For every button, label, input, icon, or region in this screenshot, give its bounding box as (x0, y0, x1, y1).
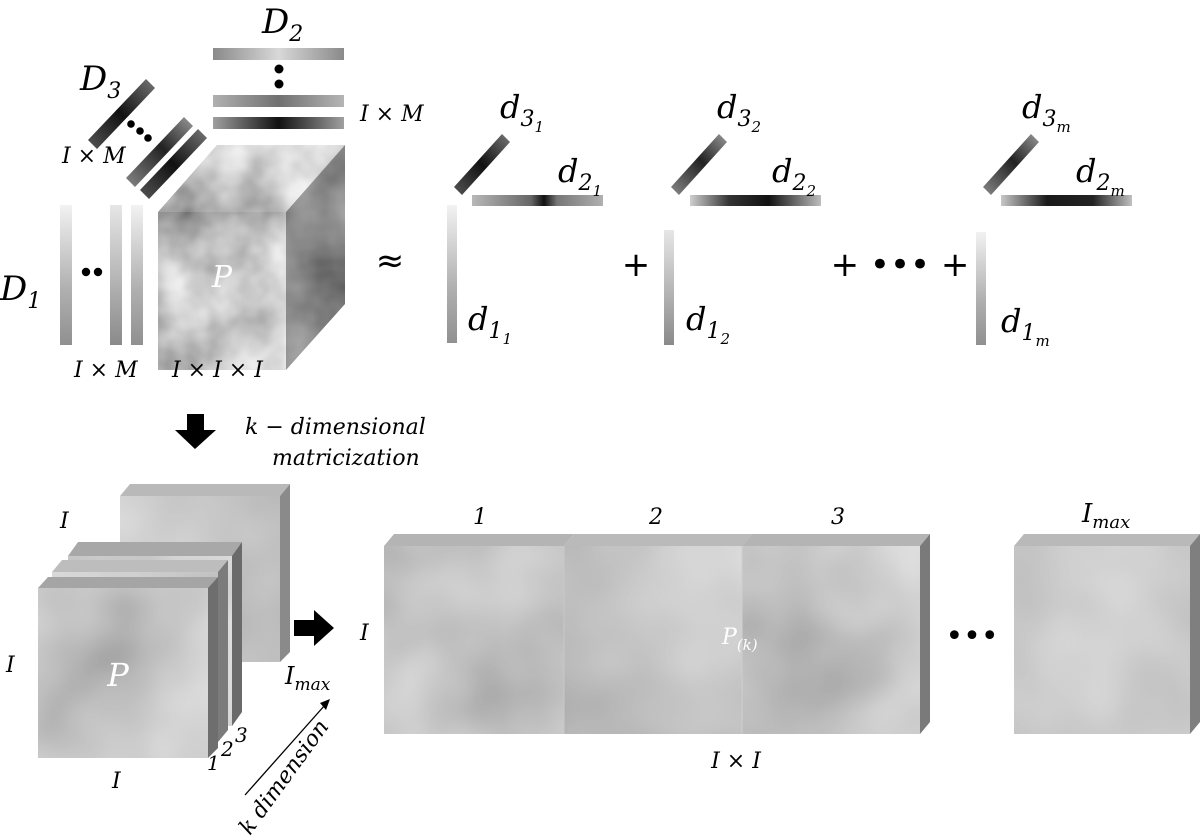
D1-factor-bars (60, 205, 143, 345)
stack-label-I-bottom: I (111, 769, 122, 794)
cube-label-P: P (211, 260, 233, 295)
rank-one-term-1: d31 d21 d11 (447, 88, 603, 348)
D1-bar-3 (131, 205, 143, 345)
D3-bar-2 (126, 117, 193, 187)
D1-bar-1 (60, 205, 72, 345)
termm-d3-label: d3m (1022, 88, 1071, 136)
matricization-line1: k − dimensional (245, 415, 426, 440)
D1-label: D1 (0, 269, 41, 314)
term2-d3-vector (671, 134, 727, 195)
term2-d2-vector (690, 195, 821, 206)
D3-bar-3 (140, 129, 207, 199)
right-arrow (294, 610, 334, 646)
plus-sign-1: + (622, 245, 651, 285)
termm-d1-vector (976, 232, 986, 345)
matrix-block-1 (384, 534, 574, 734)
termm-d2-vector (1001, 195, 1132, 206)
column-label-Imax: Imax (1081, 499, 1130, 533)
D2-bar-2 (213, 95, 344, 107)
D2-dot-2 (274, 79, 284, 89)
D3-factor-bars (88, 79, 207, 199)
termm-d1-label: d1m (1001, 302, 1050, 350)
D2-bar-3 (213, 117, 344, 129)
stack-label-Imax: Imax (284, 662, 331, 695)
term1-d1-label: d11 (468, 300, 512, 348)
matrix-label-Pk: P(k) (721, 625, 758, 654)
slice-number-1: 1 (207, 751, 220, 775)
slice-number-3: 3 (235, 723, 248, 747)
term2-d1-label: d12 (686, 300, 730, 348)
termm-d3-vector (983, 134, 1039, 195)
down-arrow (175, 414, 216, 449)
D3-dot-2 (136, 127, 144, 135)
matrix-dim-label: I × I (710, 749, 762, 774)
term1-d2-vector (472, 195, 603, 206)
D1-dot-2 (93, 267, 103, 277)
stack-label-I-top: I (59, 509, 70, 534)
rank-one-term-m: d3m d2m d1m (976, 88, 1132, 350)
unfolded-matrix: 1 2 3 Imax I P(k) ••• I × I (359, 499, 1200, 774)
term2-d3-label: d32 (717, 88, 761, 136)
matrix-block-last (1014, 534, 1200, 734)
rank-one-term-2: d32 d22 d12 (664, 88, 821, 348)
top-decomposition: P D2 D3 D1 I × M I × M I × M I × I × I ≈… (0, 2, 1132, 383)
stack-label-P: P (106, 656, 129, 694)
row-label-I: I (359, 621, 370, 646)
D3-dim-label: I × M (61, 144, 126, 169)
column-label-1: 1 (473, 505, 487, 530)
column-label-3: 3 (831, 505, 845, 530)
slice-stack: P I I I 1 2 3 Imax k dimension (5, 484, 334, 836)
column-label-2: 2 (648, 505, 663, 530)
D1-bar-2 (110, 205, 122, 345)
k-dimension-arrow (244, 699, 330, 796)
term1-d1-vector (447, 205, 457, 343)
D3-label: D3 (79, 59, 121, 104)
term2-d1-vector (664, 230, 674, 345)
matricization-line2: matricization (272, 446, 420, 471)
matrix-block-3 (741, 534, 930, 734)
approx-symbol: ≈ (376, 241, 405, 281)
matrix-block-2 (563, 534, 752, 734)
D3-dot-3 (144, 134, 152, 142)
slice-1 (38, 577, 218, 758)
D1-dot-1 (81, 267, 91, 277)
slice-number-2: 2 (220, 737, 234, 761)
term2-d2-label: d22 (772, 152, 816, 200)
matricization-step: k − dimensional matricization (175, 414, 426, 471)
term1-d3-vector (454, 134, 510, 195)
D2-label: D2 (261, 2, 303, 47)
block-ellipsis: ••• (945, 619, 998, 654)
D2-bar-1 (213, 48, 344, 60)
D2-factor-bars (213, 48, 344, 129)
D3-dot-1 (127, 120, 135, 128)
term1-d3-label: d31 (500, 88, 544, 136)
k-dimension-label: k dimension (235, 715, 335, 836)
tensor-cube-P: P (158, 145, 345, 370)
stack-label-I-left: I (5, 653, 16, 678)
P-dim-label: I × I × I (171, 358, 264, 383)
termm-d2-label: d2m (1076, 152, 1125, 200)
D1-dim-label: I × M (73, 358, 138, 383)
D2-dim-label: I × M (359, 102, 424, 127)
term1-d2-label: d21 (558, 152, 602, 200)
D2-dot-1 (274, 64, 284, 74)
D3-bar-1 (88, 79, 155, 149)
plus-dots-plus: + ••• + (831, 245, 970, 285)
